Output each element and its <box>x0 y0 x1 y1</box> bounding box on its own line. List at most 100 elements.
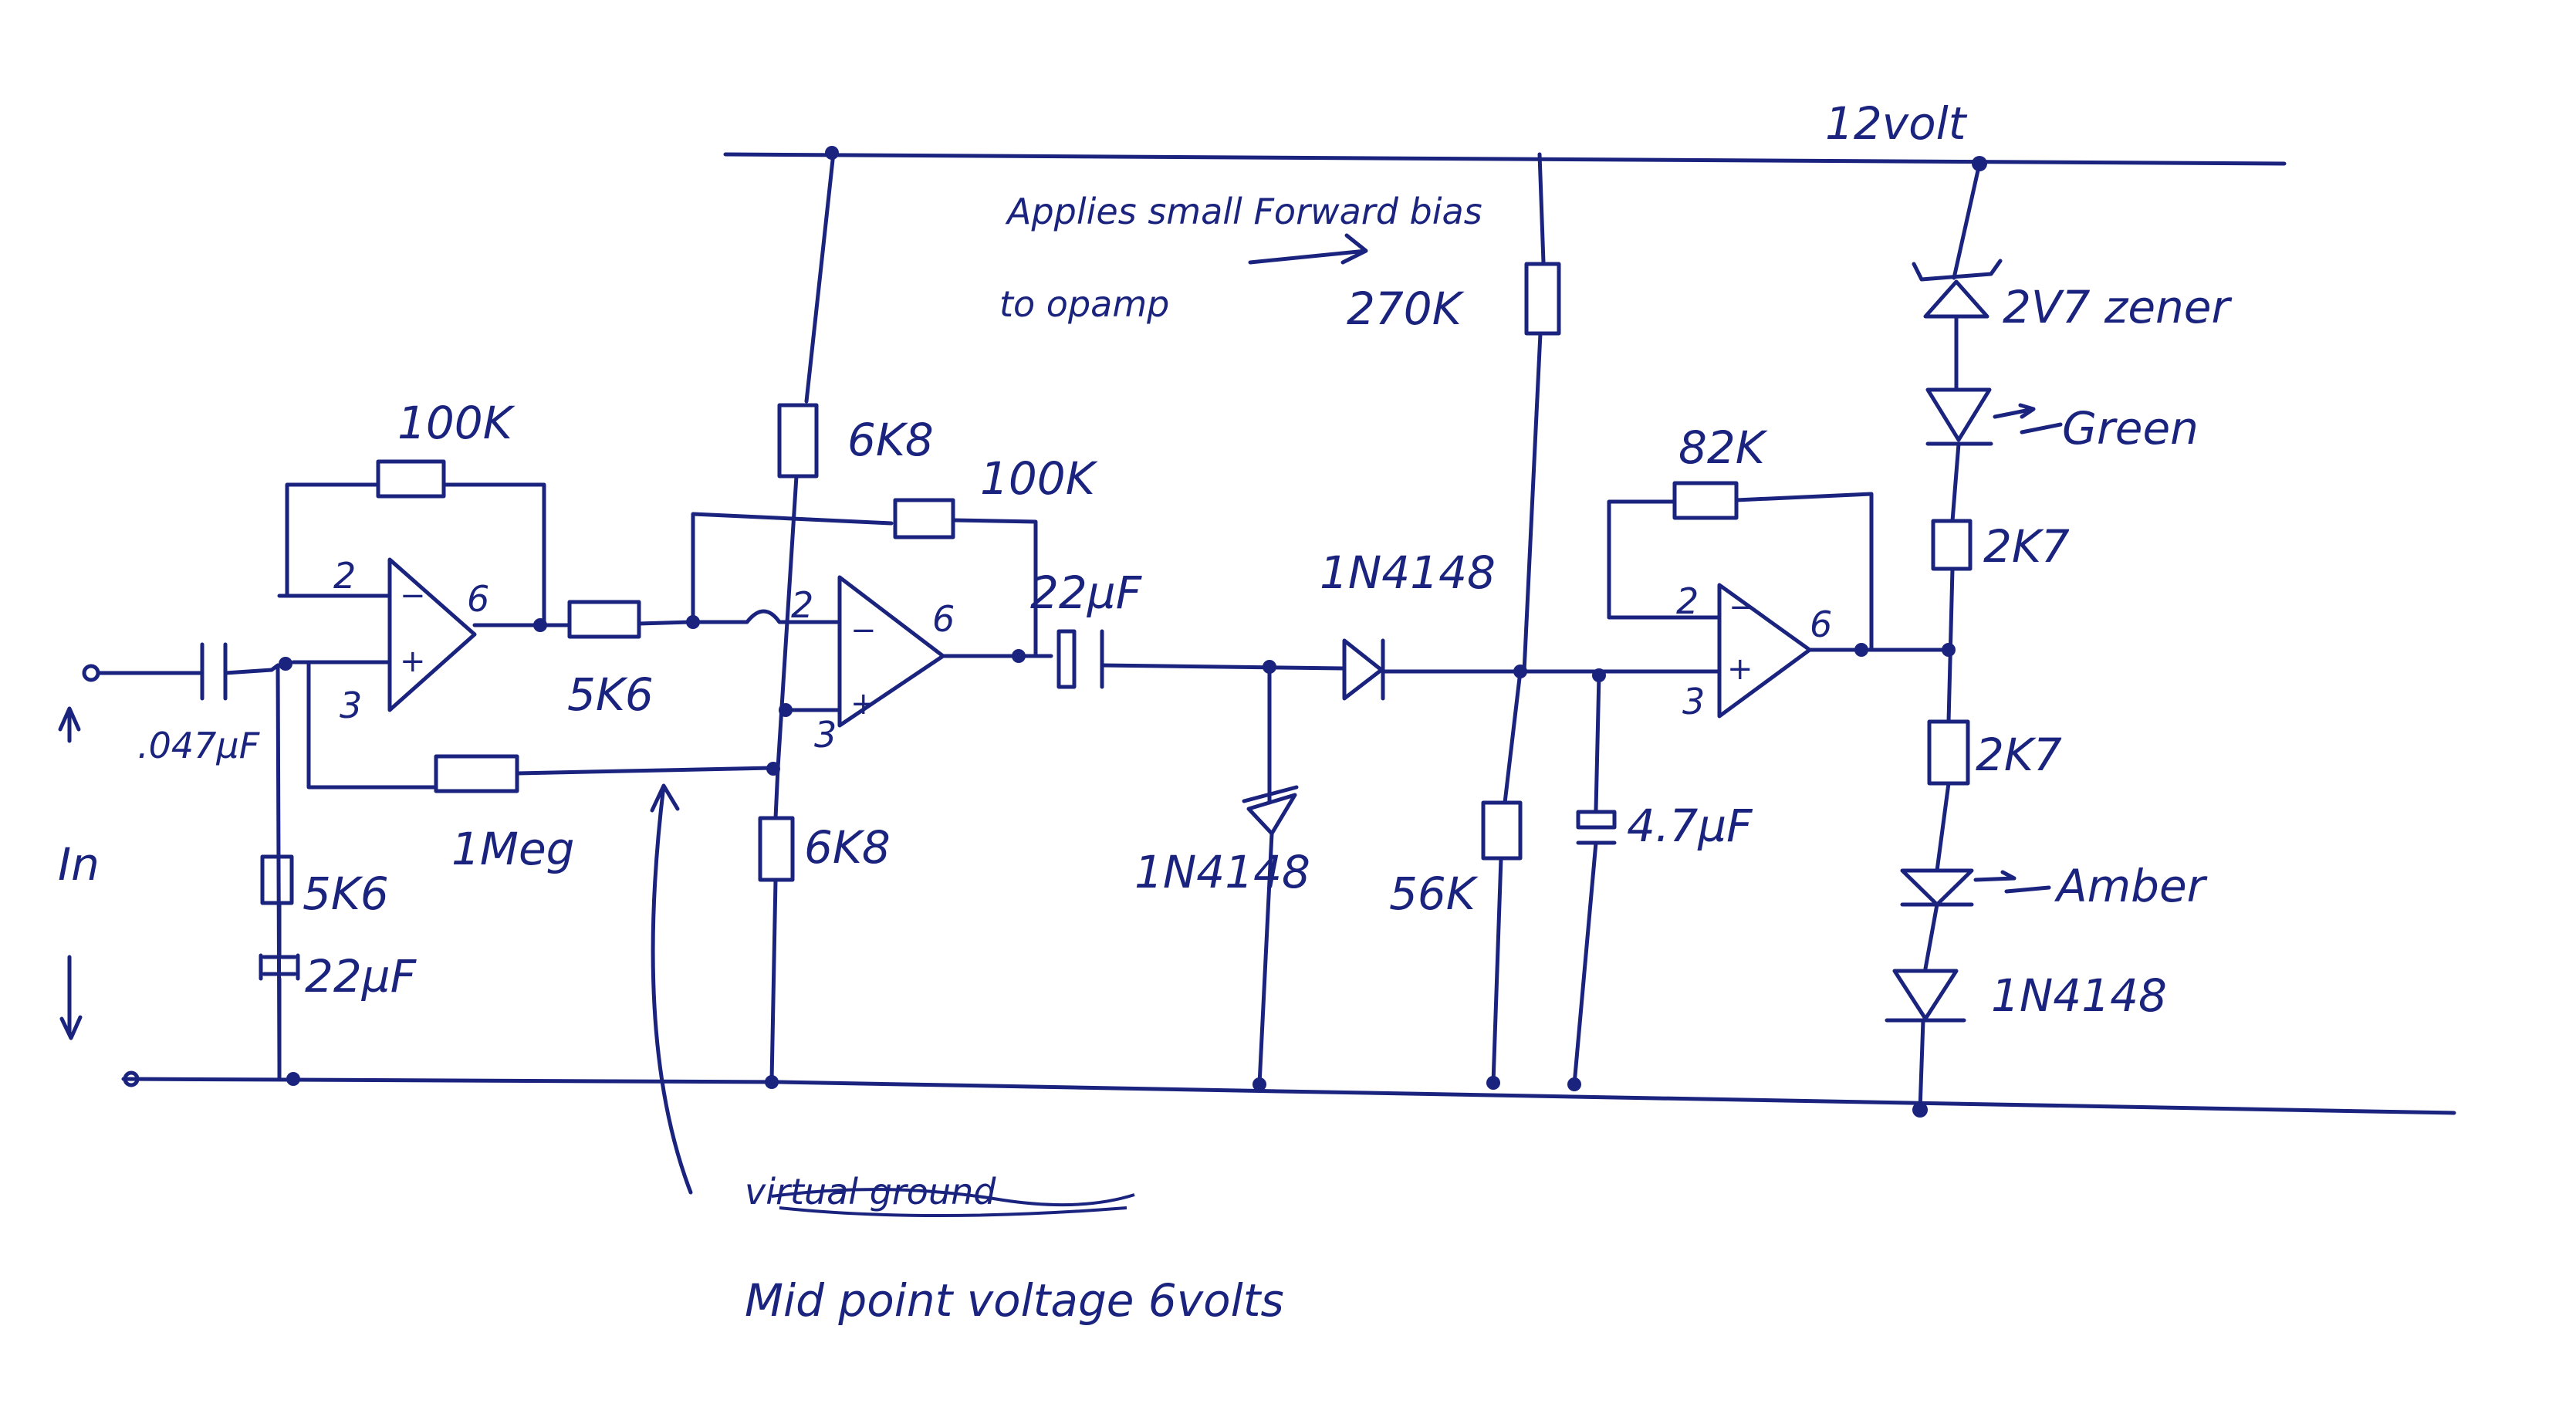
label-input: In <box>58 838 100 891</box>
pin-labels: 2 3 6 − + 2 3 6 − + 2 3 6 − + <box>333 555 1832 756</box>
sign-u1-minus: − <box>400 578 426 614</box>
label-led-amber: Amber <box>2054 860 2208 912</box>
label-cap-out: 22µF <box>1030 566 1143 619</box>
resistor-6k8-bottom <box>758 816 795 882</box>
label-r-fb1: 100K <box>397 397 516 449</box>
opamp-u1 <box>277 459 774 793</box>
divider-wire-bottom <box>769 878 778 1083</box>
ground-junction-3 <box>1253 1077 1266 1091</box>
sign-u2-minus: − <box>850 613 877 648</box>
resistor-6k8-top <box>777 403 819 479</box>
text-labels: 12volt Applies small Forward bias to opa… <box>58 97 2232 1327</box>
pin-u3-out: 6 <box>1810 604 1832 645</box>
ground-junction-6 <box>1912 1102 1928 1118</box>
cap-hold-wire <box>1594 673 1601 813</box>
pin-u3-non: 3 <box>1682 681 1705 722</box>
ground-junction-2 <box>765 1075 779 1089</box>
input-terminal <box>82 664 100 682</box>
load-wire-b <box>1491 856 1503 1085</box>
u3-output-junction <box>1854 643 1868 657</box>
supply-junction-1 <box>825 146 839 160</box>
cap-22uf-out-plate-a <box>1056 629 1077 689</box>
label-led-green: Green <box>2062 402 2199 455</box>
label-cap-hold: 4.7µF <box>1627 800 1753 852</box>
u2-input-wire <box>637 620 693 626</box>
label-r-div-top: 6K8 <box>847 414 934 466</box>
pin-u2-inv: 2 <box>791 584 813 626</box>
supply-rail <box>723 152 2287 166</box>
label-bias-note-1: Applies small Forward bias <box>1005 191 1482 232</box>
label-r-bias: 270K <box>1347 282 1465 335</box>
resistor-5k6-series <box>567 600 641 639</box>
label-r-lower: 2K7 <box>1976 729 2062 781</box>
label-diode-bottom: 1N4148 <box>1991 969 2167 1022</box>
label-r-upper: 2K7 <box>1983 520 2070 573</box>
label-r-fb2: 100K <box>980 452 1098 505</box>
sign-u1-plus: + <box>400 644 426 679</box>
ground-rail <box>121 1077 2456 1115</box>
u2-inverting-wire <box>691 609 842 624</box>
chain-wire-7 <box>1918 1018 1925 1112</box>
u2-feedback-wire-b <box>951 518 1038 657</box>
detector <box>1056 152 1722 1091</box>
resistor-1meg <box>434 754 519 793</box>
bias-1meg-wire <box>306 661 774 790</box>
detector-wire <box>1100 663 1345 671</box>
annotations <box>650 233 1368 1217</box>
u2-output-junction <box>1012 649 1026 663</box>
divider-midpoint <box>766 762 780 776</box>
opamp-u3-body <box>1717 583 1812 719</box>
u3-feedback-wire <box>1607 492 1874 651</box>
u1-feedback-wire <box>285 482 546 627</box>
opamp-u3 <box>1607 481 1951 719</box>
opamp-u1-body <box>387 557 477 712</box>
label-r-load: 56K <box>1389 867 1479 920</box>
led-green-body <box>1925 387 1993 446</box>
indicator-chain <box>1885 156 2063 1118</box>
pin-u1-inv: 2 <box>333 555 356 597</box>
label-r-gnd: 5K6 <box>303 867 389 920</box>
resistor-82k <box>1672 481 1739 520</box>
zener-body <box>1912 259 2003 319</box>
label-supply: 12volt <box>1825 97 1968 150</box>
input-arrow-down <box>59 955 83 1040</box>
input-arrow <box>58 706 81 743</box>
led-amber-body <box>1900 868 1974 907</box>
pin-u1-non: 3 <box>340 685 362 726</box>
label-r-fb3: 82K <box>1678 421 1768 474</box>
label-bias-note-2: to opamp <box>999 283 1169 325</box>
bias-270k-wire-b <box>1522 331 1543 674</box>
label-midpoint-note: Mid point voltage 6volts <box>745 1274 1284 1327</box>
diode-bottom-body <box>1885 969 1966 1023</box>
chain-wire-6 <box>1923 902 1939 971</box>
coupling-5k6 <box>567 600 700 639</box>
pin-u2-non: 3 <box>814 714 837 756</box>
u2-feedback-wire <box>691 512 894 624</box>
pin-u2-out: 6 <box>932 598 955 640</box>
struck-out-scribble <box>771 1188 1135 1217</box>
input-cap-to-node <box>223 668 274 675</box>
label-r-in: 5K6 <box>567 668 654 721</box>
rails <box>121 152 2456 1115</box>
resistor-270k <box>1524 262 1561 336</box>
opamp-u2 <box>691 146 1053 1089</box>
input-ground-terminal <box>123 1070 140 1087</box>
label-diode-series: 1N4148 <box>1320 546 1496 599</box>
resistor-2k7-lower <box>1927 719 1970 786</box>
label-diode-shunt: 1N4148 <box>1134 846 1310 898</box>
sign-u2-plus: + <box>850 686 877 722</box>
label-r-bias-in: 1Meg <box>451 823 574 875</box>
indicator-midpoint <box>1942 643 1956 657</box>
label-cap-in: .047µF <box>137 725 260 766</box>
label-r-div-bottom: 6K8 <box>804 821 891 874</box>
sign-u3-plus: + <box>1727 651 1753 687</box>
shunt-diode-wire-b <box>1257 831 1274 1087</box>
ground-junction-4 <box>1486 1076 1500 1090</box>
u1-output-junction <box>533 618 547 632</box>
bias-270k-wire <box>1537 152 1546 265</box>
resistor-56k <box>1481 800 1523 861</box>
ground-junction-1 <box>286 1072 300 1086</box>
input-stage <box>58 642 300 1087</box>
diode-shunt-body <box>1242 785 1299 836</box>
